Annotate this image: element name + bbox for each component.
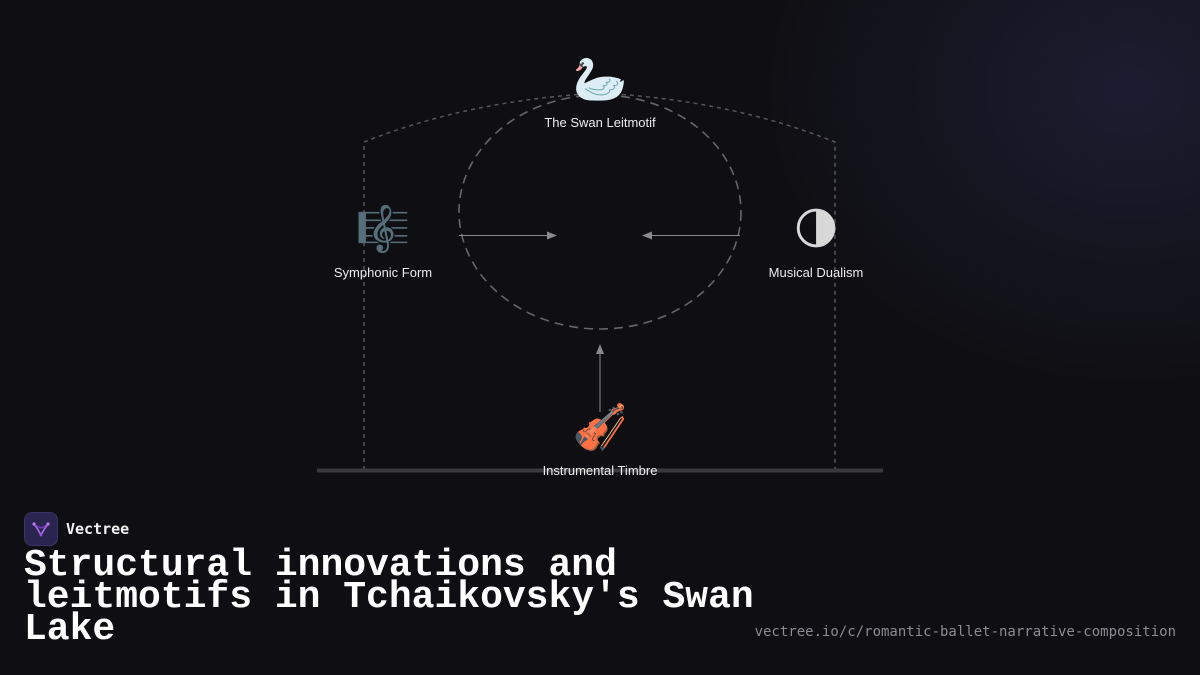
central-ellipse (458, 94, 742, 330)
node-label-symphonic-form: Symphonic Form (333, 265, 433, 280)
brand: Vectree (24, 512, 129, 546)
swan-icon: 🦢 (572, 54, 628, 105)
half-moon-icon: 🌗 (793, 204, 839, 255)
node-label-musical-dualism: Musical Dualism (768, 265, 864, 280)
page-title: Structural innovations and leitmotifs in… (24, 544, 754, 651)
brand-name: Vectree (66, 520, 130, 538)
treble-clef-icon: 🎼 (355, 204, 411, 255)
violin-icon: 🎻 (572, 402, 628, 453)
outer-dashed-frame (363, 92, 836, 470)
node-label-swan-leitmotif: The Swan Leitmotif (544, 115, 656, 130)
page-url: vectree.io/c/romantic-ballet-narrative-c… (754, 624, 1176, 640)
vectree-logo-icon (24, 512, 58, 546)
node-label-instrumental-timbre: Instrumental Timbre (542, 463, 658, 478)
